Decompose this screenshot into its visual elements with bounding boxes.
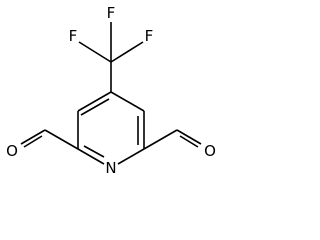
bond-c2-n bbox=[77, 148, 105, 165]
bond-n-c6 bbox=[117, 148, 145, 165]
bond-cho-left-o bbox=[20, 129, 46, 145]
bond-c4-c5 bbox=[110, 91, 145, 112]
bond-cho-left-o-double bbox=[23, 135, 43, 148]
bond-cho-right-o bbox=[176, 129, 202, 145]
atom-o-left: O bbox=[6, 142, 18, 160]
bond-c2-cho-left bbox=[44, 129, 79, 150]
atom-f-right: F bbox=[145, 27, 154, 45]
bond-c4-c3 bbox=[77, 91, 112, 112]
atom-f-top: F bbox=[107, 4, 116, 22]
bond-c4-c3-inner bbox=[80, 98, 110, 116]
atom-n-ring: N bbox=[105, 159, 116, 177]
atom-f-left: F bbox=[69, 27, 78, 45]
bond-cho-right-o-double bbox=[179, 135, 199, 148]
bond-c2-n-inner bbox=[83, 145, 105, 158]
bond-cf3-f-left bbox=[78, 41, 112, 63]
chemical-structure-diagram: F F F N O O bbox=[6, 4, 216, 177]
bond-c6-cho-right bbox=[143, 129, 178, 150]
atom-o-right: O bbox=[204, 142, 216, 160]
bond-cf3-f-right bbox=[110, 41, 144, 63]
